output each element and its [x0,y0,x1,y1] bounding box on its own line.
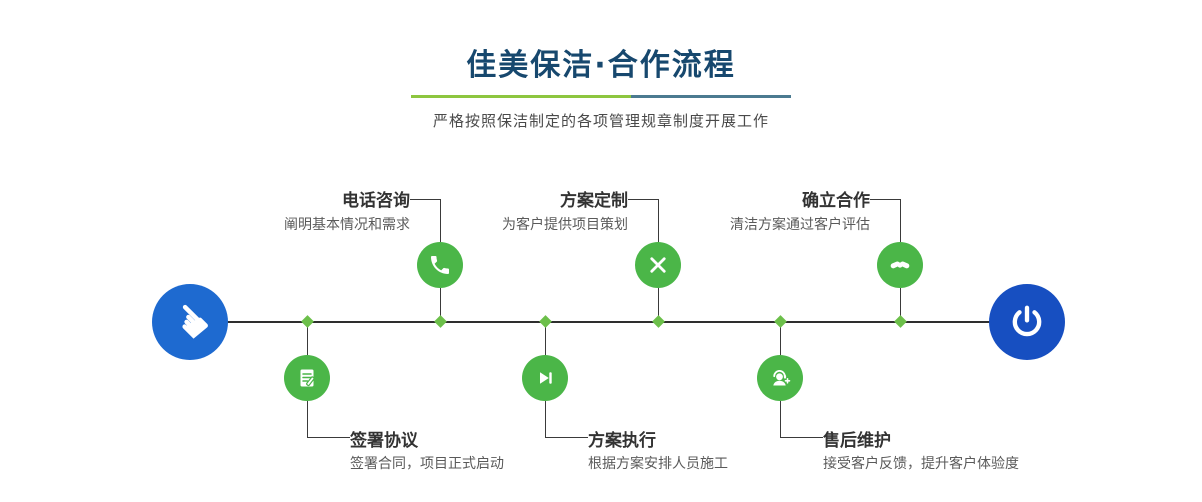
connector-line [900,288,901,321]
step-4-title: 签署协议 [350,431,418,451]
design-tools-icon [650,257,666,273]
timeline-node-diamond [894,315,907,328]
connector-line [545,437,588,438]
end-node [989,284,1065,360]
step-6-circle [757,355,803,401]
connector-line [545,401,546,437]
step-6-desc: 接受客户反馈，提升客户体验度 [823,456,1019,472]
connector-line [780,437,823,438]
connector-line [658,288,659,321]
step-5-circle [522,355,568,401]
step-3-desc: 清洁方案通过客户评估 [730,217,870,233]
step-2-circle [635,242,681,288]
step-1-desc: 阐明基本情况和需求 [284,217,410,233]
underline-green-segment [411,95,632,98]
connector-line [307,401,308,437]
timeline-node-diamond [774,315,787,328]
step-1-circle [417,242,463,288]
step-6-title: 售后维护 [823,431,891,451]
page-subtitle: 严格按照保洁制定的各项管理规章制度开展工作 [432,112,769,130]
connector-line [440,288,441,321]
connector-line [780,401,781,437]
connector-line [307,437,350,438]
contract-icon [300,369,315,387]
connector-line [900,199,901,242]
step-2-title: 方案定制 [560,191,628,211]
connector-line [870,199,900,200]
step-2-desc: 为客户提供项目策划 [502,217,628,233]
hand-pointer-icon: ☚ [158,289,223,354]
timeline-node-diamond [652,315,665,328]
step-3-title: 确立合作 [802,191,870,211]
step-4-circle [284,355,330,401]
connector-line [780,323,781,355]
timeline-node-diamond [301,315,314,328]
connector-line [628,199,658,200]
step-1-title: 电话咨询 [342,191,410,211]
title-underline [411,95,791,98]
connector-line [307,323,308,355]
page-title: 佳美保洁·合作流程 [466,48,736,83]
connector-line [545,323,546,355]
connector-line [658,199,659,242]
underline-blue-segment [631,95,791,98]
step-4-desc: 签署合同，项目正式启动 [350,456,504,472]
step-3-circle [877,242,923,288]
start-node: ☚ [152,284,228,360]
play-icon [540,372,552,384]
connector-line [410,199,440,200]
step-5-title: 方案执行 [588,431,656,451]
timeline-node-diamond [539,315,552,328]
timeline-node-diamond [434,315,447,328]
timeline-line [190,321,1028,323]
power-icon [1012,305,1042,337]
phone-icon [431,256,449,274]
headset-icon [773,370,791,386]
connector-line [440,199,441,242]
step-5-desc: 根据方案安排人员施工 [588,456,728,472]
handshake-icon [890,261,910,269]
